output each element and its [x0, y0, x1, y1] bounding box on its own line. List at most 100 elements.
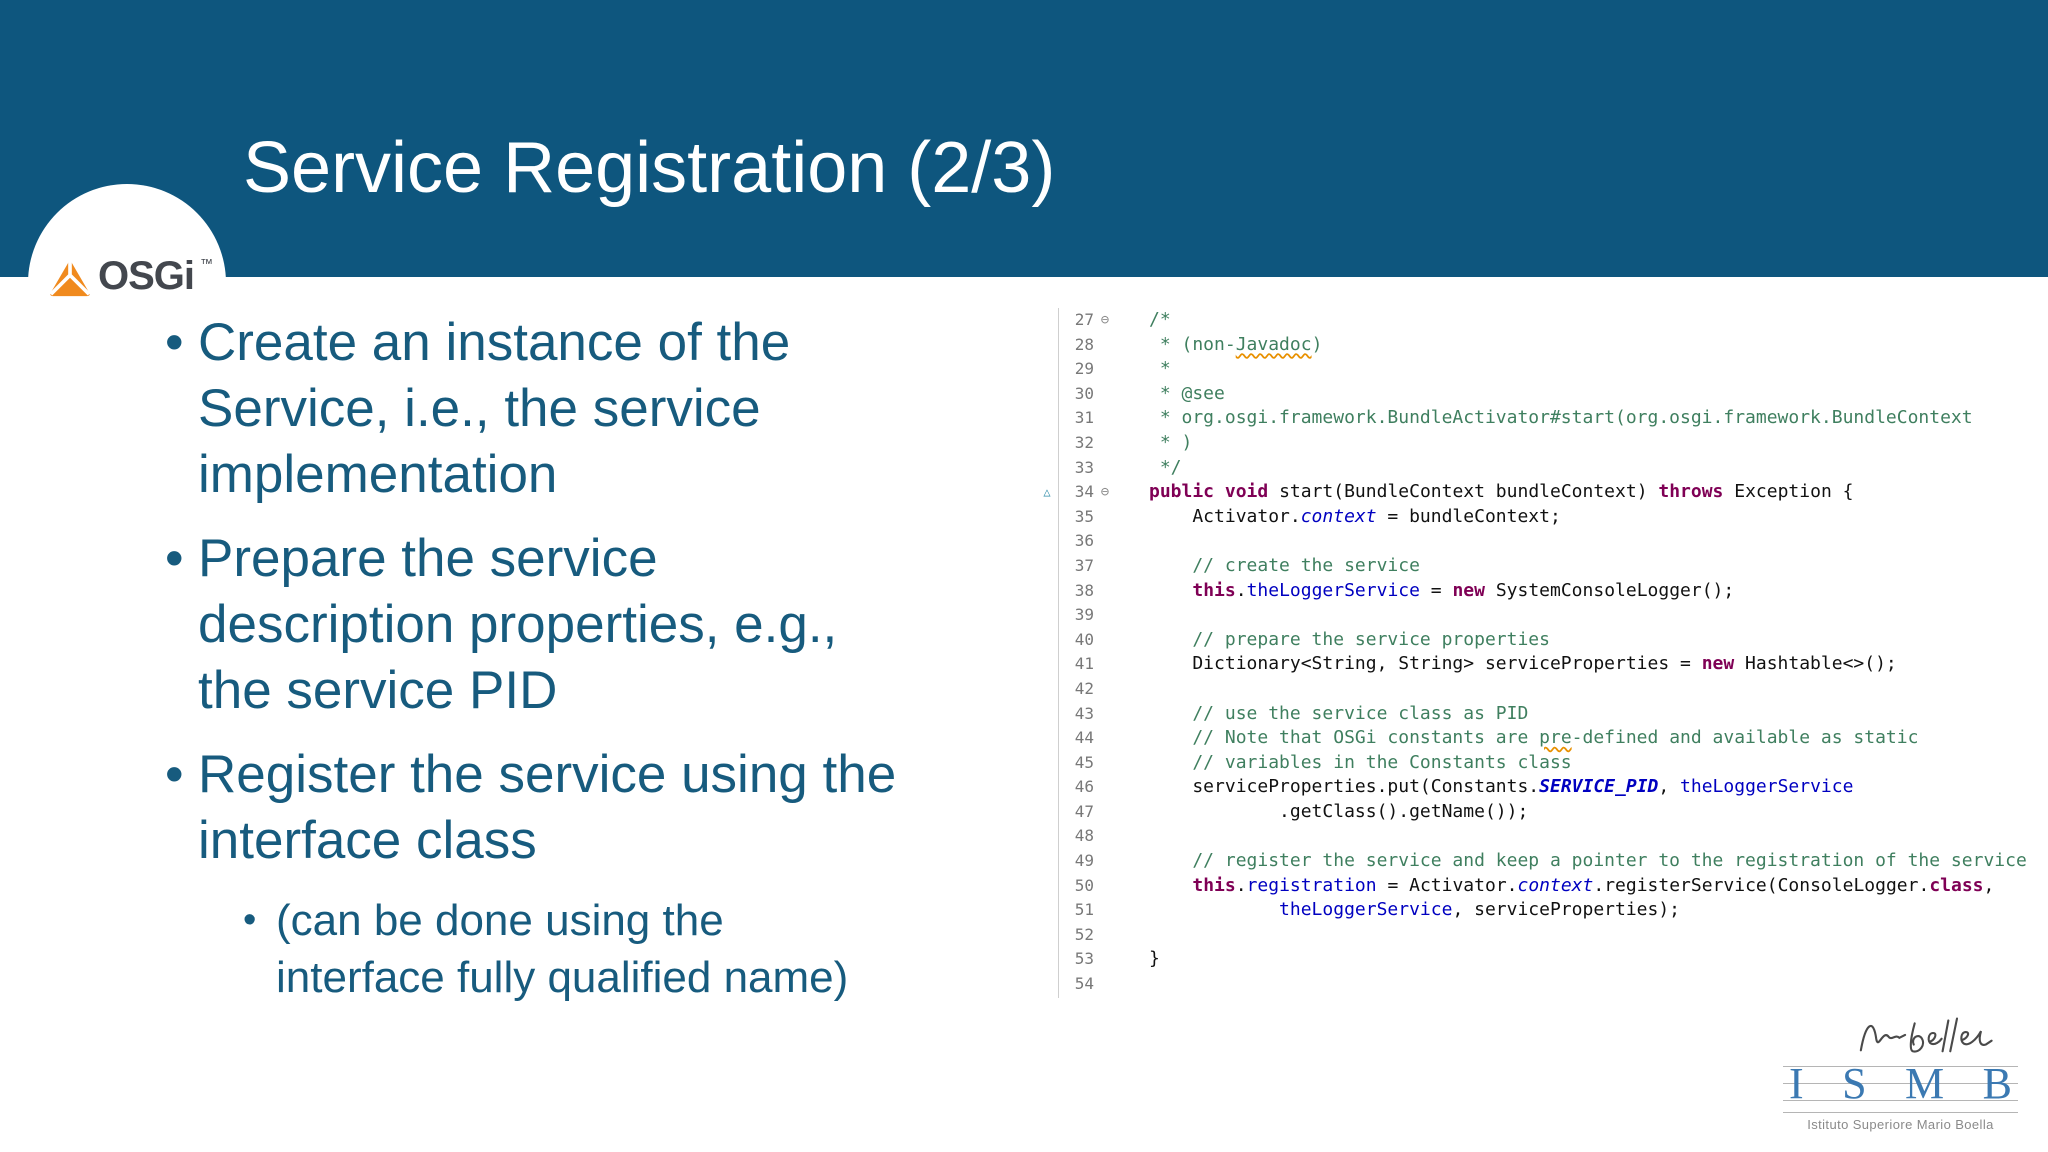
- fold-icon: [1094, 456, 1116, 481]
- code-token: new: [1701, 653, 1735, 675]
- line-number: 53: [1074, 949, 1094, 969]
- code-line: 32 * ): [1040, 431, 2040, 456]
- code-text: /*: [1149, 308, 1171, 333]
- code-line: 30 * @see: [1040, 382, 2040, 407]
- code-line: 47 .getClass().getName());: [1040, 800, 2040, 825]
- annotation-marker-icon: [1040, 972, 1054, 997]
- code-line: 35 Activator.context = bundleContext;: [1040, 505, 2040, 530]
- code-line: 37 // create the service: [1040, 554, 2040, 579]
- code-token: start(BundleContext bundleContext): [1268, 481, 1659, 503]
- line-number: 46: [1074, 777, 1094, 797]
- line-number: 33: [1074, 457, 1094, 477]
- bullet-glyph: •: [165, 745, 184, 804]
- code-token: // variables in the Constants class: [1149, 751, 1572, 773]
- line-number: 42: [1074, 678, 1094, 698]
- osgi-logo-badge: OSGi ™: [28, 184, 226, 382]
- code-text: // Note that OSGi constants are pre-defi…: [1149, 726, 1918, 751]
- code-token: /*: [1149, 309, 1171, 330]
- annotation-marker-icon: [1040, 505, 1054, 530]
- annotation-marker-icon: [1040, 923, 1054, 948]
- osgi-logo-text: OSGi: [98, 254, 195, 298]
- code-line: 44 // Note that OSGi constants are pre-d…: [1040, 726, 2040, 751]
- fold-icon: [1094, 800, 1116, 825]
- code-token: class: [1929, 874, 1984, 896]
- fold-icon: [1094, 333, 1116, 358]
- code-text: this.registration = Activator.context.re…: [1149, 874, 1994, 899]
- fold-icon: [1094, 874, 1116, 899]
- code-line: 45 // variables in the Constants class: [1040, 751, 2040, 776]
- code-token: .getClass().getName());: [1149, 800, 1529, 822]
- code-token: Dictionary<String, String> serviceProper…: [1149, 653, 1702, 675]
- code-token: .: [1235, 579, 1247, 601]
- fold-icon: [1094, 726, 1116, 751]
- annotation-marker-icon: [1040, 751, 1054, 776]
- bullet-text-line: Register the service using the: [198, 745, 897, 804]
- line-number: 39: [1074, 605, 1094, 625]
- annotation-marker-icon: [1040, 628, 1054, 653]
- fold-icon: [1094, 529, 1116, 554]
- annotation-marker-icon: [1040, 308, 1054, 333]
- code-text: *: [1149, 357, 1171, 382]
- annotation-marker-icon: [1040, 775, 1054, 800]
- code-text: // variables in the Constants class: [1149, 751, 1572, 776]
- code-token: this: [1192, 579, 1236, 601]
- bullet-text-line: interface class: [198, 811, 537, 870]
- line-number: 44: [1074, 728, 1094, 748]
- code-token: .registerService(ConsoleLogger.: [1593, 874, 1930, 896]
- line-number: 40: [1074, 629, 1094, 649]
- code-token: new: [1452, 579, 1485, 601]
- code-text: * org.osgi.framework.BundleActivator#sta…: [1149, 406, 1973, 431]
- annotation-marker-icon: [1040, 849, 1054, 874]
- code-line: 49 // register the service and keep a po…: [1040, 849, 2040, 874]
- code-token: Hashtable<>();: [1734, 653, 1897, 675]
- code-token: [1214, 481, 1225, 502]
- code-token: // register the service and keep a point…: [1149, 850, 2027, 872]
- header-band: Service Registration (2/3): [0, 0, 2048, 277]
- ismb-subtitle: Istituto Superiore Mario Boella: [1783, 1112, 2018, 1132]
- line-number: 45: [1074, 752, 1094, 772]
- code-token: Javadoc: [1235, 333, 1312, 355]
- code-token: public: [1149, 481, 1215, 503]
- fold-icon: [1094, 923, 1116, 948]
- bullet-text-line: implementation: [198, 445, 558, 504]
- code-text: */: [1149, 456, 1182, 481]
- code-token: ,: [1983, 874, 1995, 896]
- code-text: Dictionary<String, String> serviceProper…: [1149, 652, 1897, 677]
- fold-icon: ⊖: [1100, 312, 1110, 328]
- code-text: .getClass().getName());: [1149, 800, 1528, 825]
- code-line: 54: [1040, 972, 2040, 997]
- ismb-rule-line: [1783, 1083, 2018, 1084]
- line-number: 51: [1074, 900, 1094, 920]
- code-line: 41 Dictionary<String, String> servicePro…: [1040, 652, 2040, 677]
- code-line: 29 *: [1040, 357, 2040, 382]
- code-token: ,: [1658, 776, 1681, 798]
- annotation-marker-icon: [1040, 529, 1054, 554]
- annotation-marker-icon: [1040, 726, 1054, 751]
- code-text: // register the service and keep a point…: [1149, 849, 2027, 874]
- ismb-rule-line: [1783, 1100, 2018, 1101]
- gutter-divider: [1058, 308, 1059, 998]
- annotation-marker-icon: [1040, 800, 1054, 825]
- code-token: .: [1235, 874, 1247, 896]
- fold-icon: [1094, 898, 1116, 923]
- bullet-text-line: (can be done using the: [276, 896, 724, 945]
- line-number: 54: [1074, 974, 1094, 994]
- code-token: throws: [1658, 481, 1724, 503]
- code-token: * (non-: [1149, 333, 1236, 355]
- line-number: 43: [1074, 703, 1094, 723]
- line-number: 52: [1074, 924, 1094, 944]
- code-line: 39: [1040, 603, 2040, 628]
- annotation-marker-icon: [1040, 898, 1054, 923]
- bullet-text-line: Create an instance of the: [198, 313, 791, 372]
- line-number: 36: [1074, 531, 1094, 551]
- code-token: *: [1149, 358, 1171, 380]
- code-line: 50 this.registration = Activator.context…: [1040, 874, 2040, 899]
- fold-icon: [1094, 702, 1116, 727]
- ismb-letter: S: [1842, 1059, 1867, 1108]
- code-token: [1149, 580, 1192, 601]
- annotation-marker-icon: [1040, 406, 1054, 431]
- fold-icon: [1094, 775, 1116, 800]
